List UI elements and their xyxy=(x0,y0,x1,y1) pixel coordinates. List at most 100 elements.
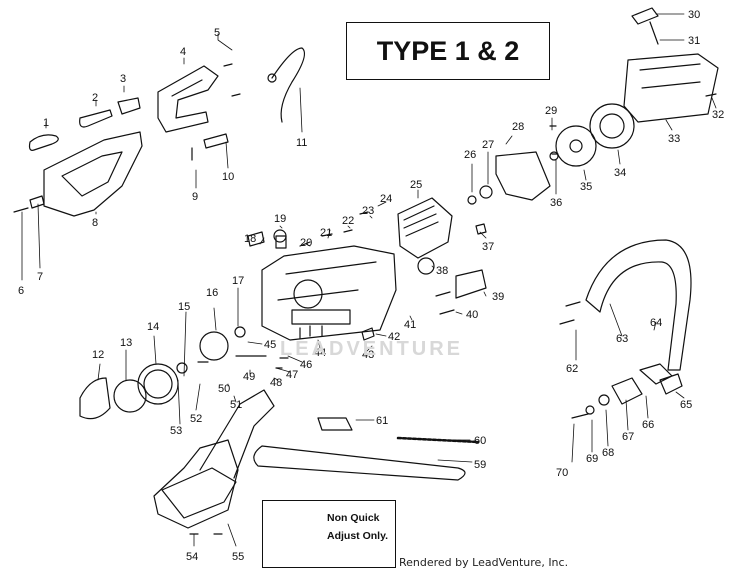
callout-26: 26 xyxy=(464,149,476,161)
callout-11: 11 xyxy=(296,137,307,149)
part-bracket xyxy=(117,97,141,115)
callout-6: 6 xyxy=(18,285,24,297)
part-saw-chain xyxy=(396,436,480,444)
callout-67: 67 xyxy=(622,431,634,443)
part-clip xyxy=(79,109,113,128)
part-chain-brake-handle xyxy=(43,131,143,217)
callout-44: 44 xyxy=(314,347,326,359)
note-line-1: Non Quick xyxy=(327,512,380,524)
part-bracket-42 xyxy=(361,327,375,341)
part-throttle-cable xyxy=(271,47,305,123)
callout-29: 29 xyxy=(545,105,557,117)
callout-33: 33 xyxy=(668,133,680,145)
part-screw-32 xyxy=(705,93,717,97)
part-nut xyxy=(479,185,493,199)
note-line-2: Adjust Only. xyxy=(327,530,389,542)
callout-4: 4 xyxy=(180,46,186,58)
render-credit: Rendered by LeadVenture, Inc. xyxy=(399,556,569,569)
part-small-fittings xyxy=(247,211,369,249)
callout-19: 19 xyxy=(274,213,286,225)
callout-12: 12 xyxy=(92,349,104,361)
part-av-mount xyxy=(611,363,683,405)
part-cap xyxy=(417,257,435,275)
callout-21: 21 xyxy=(320,227,332,239)
callout-47: 47 xyxy=(286,369,298,381)
callout-64: 64 xyxy=(650,317,662,329)
callout-68: 68 xyxy=(602,447,614,459)
callout-24: 24 xyxy=(380,193,392,205)
callout-60: 60 xyxy=(474,435,486,447)
callout-42: 42 xyxy=(388,331,400,343)
part-clutch xyxy=(79,377,111,420)
callout-54: 54 xyxy=(186,551,198,563)
part-flywheel xyxy=(199,331,229,361)
part-bar-plate xyxy=(317,417,353,431)
part-screws-40 xyxy=(435,291,455,315)
callout-22: 22 xyxy=(342,215,354,227)
callout-49: 49 xyxy=(243,371,255,383)
part-washer xyxy=(467,195,477,205)
callout-17: 17 xyxy=(232,275,244,287)
callout-30: 30 xyxy=(688,9,700,21)
callout-8: 8 xyxy=(92,217,98,229)
part-screws-62 xyxy=(559,301,581,325)
callout-34: 34 xyxy=(614,167,626,179)
callout-61: 61 xyxy=(376,415,388,427)
part-spacer xyxy=(176,362,188,374)
part-screws-44 xyxy=(299,325,323,339)
part-screw xyxy=(13,207,29,213)
callout-62: 62 xyxy=(566,363,578,375)
note-text: Non Quick Adjust Only. xyxy=(327,509,395,545)
callout-38: 38 xyxy=(436,265,448,277)
leader-lines xyxy=(21,13,717,559)
callout-25: 25 xyxy=(410,179,422,191)
callout-63: 63 xyxy=(616,333,628,345)
part-rewind-spring xyxy=(589,103,635,149)
part-rear-handle xyxy=(157,65,219,133)
callout-53: 53 xyxy=(170,425,182,437)
callout-55: 55 xyxy=(232,551,244,563)
callout-51: 51 xyxy=(230,399,242,411)
part-spring xyxy=(29,195,45,209)
callout-32: 32 xyxy=(712,109,724,121)
callout-36: 36 xyxy=(550,197,562,209)
callout-59: 59 xyxy=(474,459,486,471)
part-screws xyxy=(223,63,241,97)
callout-35: 35 xyxy=(580,181,592,193)
callout-numbers: 1 2 3 4 5 6 7 8 9 10 11 12 13 14 15 16 1… xyxy=(18,9,724,565)
callout-50: 50 xyxy=(218,383,230,395)
part-front-handle xyxy=(585,239,692,371)
callout-9: 9 xyxy=(192,191,198,203)
callout-65: 65 xyxy=(680,399,692,411)
callout-27: 27 xyxy=(482,139,494,151)
callout-14: 14 xyxy=(147,321,159,333)
part-cylinder xyxy=(397,197,453,259)
part-muffler xyxy=(455,269,487,299)
callout-18: 18 xyxy=(244,233,256,245)
part-washer-69 xyxy=(585,405,595,415)
callout-37: 37 xyxy=(482,241,494,253)
callout-48: 48 xyxy=(270,377,282,389)
note-box: Non Quick Adjust Only. xyxy=(262,500,396,568)
part-starter-housing xyxy=(623,53,719,123)
callout-52: 52 xyxy=(190,413,202,425)
callout-70: 70 xyxy=(556,467,568,479)
callout-7: 7 xyxy=(37,271,43,283)
callout-10: 10 xyxy=(222,171,234,183)
part-guide-bar xyxy=(253,445,466,481)
callout-66: 66 xyxy=(642,419,654,431)
callout-28: 28 xyxy=(512,121,524,133)
watermark: LEADVENTURE xyxy=(280,338,464,360)
part-small-set xyxy=(197,355,289,369)
callout-46: 46 xyxy=(300,359,312,371)
part-fan-housing xyxy=(495,151,551,201)
part-screw-70 xyxy=(571,413,589,419)
callout-15: 15 xyxy=(178,301,190,313)
callout-2: 2 xyxy=(92,92,98,104)
part-engine-housing xyxy=(261,245,397,341)
part-screw-spring xyxy=(191,133,229,161)
callout-1: 1 xyxy=(43,117,49,129)
part-nut-37 xyxy=(475,223,487,235)
